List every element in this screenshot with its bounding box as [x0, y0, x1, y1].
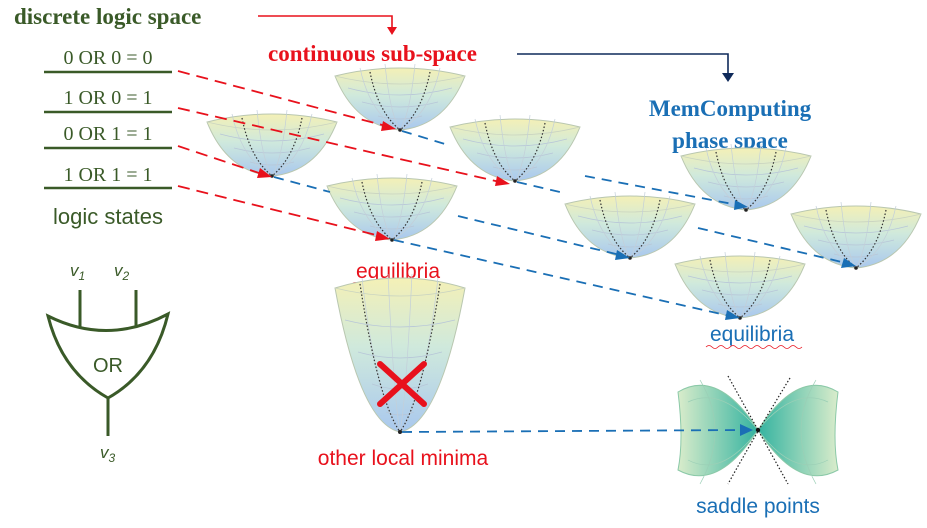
- or-gate-body: [45, 311, 171, 400]
- logic-states-caption: logic states: [53, 204, 163, 229]
- logic-table: 0 OR 0 = 0 1 OR 0 = 1 0 OR 1 = 1 1 OR 1 …: [44, 47, 172, 229]
- bowl-continuous-4: [326, 173, 458, 243]
- blue-dashed-arrows: [273, 130, 856, 320]
- red-arrow-1: [177, 70, 396, 131]
- logic-row-3: 0 OR 1 = 1: [63, 123, 152, 145]
- logic-row-1: 0 OR 0 = 0: [63, 47, 152, 69]
- heading-discrete-logic-space: discrete logic space: [14, 4, 201, 29]
- gate-input-1-label: v1: [70, 261, 85, 283]
- red-arrow-3: [177, 145, 272, 178]
- bowl-memcomputing-1: [680, 143, 812, 213]
- bowl-continuous-1: [334, 63, 466, 133]
- saddle-surface: [677, 375, 839, 485]
- label-saddle-points: saddle points: [696, 495, 820, 518]
- gate-output-label: v3: [100, 443, 116, 465]
- red-arrow-4: [177, 185, 390, 241]
- heading-continuous-subspace: continuous sub-space: [268, 41, 477, 66]
- bowl-memcomputing-4: [674, 251, 806, 321]
- red-x-icon: [377, 361, 427, 407]
- logic-row-2: 1 OR 0 = 1: [63, 87, 152, 109]
- label-other-local-minima: other local minima: [318, 447, 489, 470]
- label-equilibria-continuous: equilibria: [356, 260, 440, 283]
- logic-row-4: 1 OR 1 = 1: [63, 164, 152, 186]
- gate-input-2-label: v2: [114, 261, 130, 283]
- blue-arrow-3: [516, 181, 856, 268]
- bowl-other-local-minimum: [334, 273, 466, 435]
- blue-arrow-2: [273, 176, 630, 260]
- heading-memcomputing: MemComputing: [649, 96, 812, 121]
- bowl-memcomputing-2: [564, 191, 696, 261]
- label-equilibria-memcomputing: equilibria: [710, 323, 794, 346]
- arrow-discrete-to-continuous: [258, 15, 397, 35]
- or-gate: OR v1 v2 v3: [45, 261, 171, 465]
- label-equilibria-memcomputing-underline: [705, 345, 803, 349]
- red-dashed-arrows: [177, 70, 510, 241]
- or-gate-label: OR: [93, 355, 123, 377]
- blue-arrow-4: [393, 239, 740, 320]
- bowl-continuous-2: [206, 109, 338, 179]
- arrow-continuous-to-memcomputing: [517, 53, 734, 82]
- blue-arrow-minimum-to-saddle: [401, 424, 753, 436]
- bowl-continuous-3: [449, 114, 581, 184]
- blue-arrow-1: [401, 130, 748, 210]
- bowl-memcomputing-3: [790, 201, 922, 271]
- red-arrow-2: [177, 107, 510, 186]
